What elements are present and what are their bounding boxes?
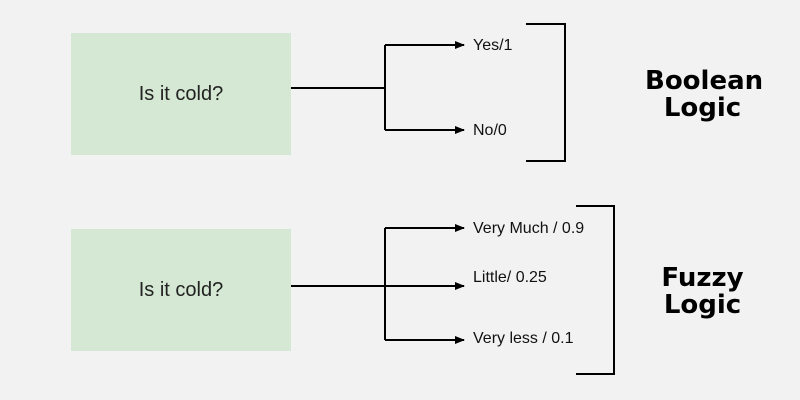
fuzzy-logic-label: Fuzzy Logic: [645, 265, 760, 319]
fuzzy-bracket: [576, 205, 615, 375]
fuzzy-label-line2: Logic: [663, 290, 742, 320]
fuzzy-outcome-very-less: Very less / 0.1: [473, 330, 574, 347]
boolean-label-line2: Logic: [663, 93, 742, 123]
boolean-connectors: [291, 23, 566, 162]
fuzzy-outcome-little: Little/ 0.25: [473, 269, 547, 286]
fuzzy-question-text: Is it cold?: [138, 278, 224, 301]
boolean-question-box: Is it cold?: [71, 33, 291, 155]
fuzzy-label-line1: Fuzzy: [661, 263, 744, 293]
fuzzy-outcome-very-much: Very Much / 0.9: [473, 220, 585, 237]
fuzzy-connectors: [291, 205, 615, 375]
boolean-outcome-no: No/0: [473, 122, 507, 139]
boolean-label-line1: Boolean: [645, 66, 764, 96]
fuzzy-question-box: Is it cold?: [71, 229, 291, 351]
boolean-question-text: Is it cold?: [138, 82, 224, 105]
boolean-logic-label: Boolean Logic: [645, 66, 764, 123]
boolean-bracket: [526, 23, 566, 162]
boolean-outcome-yes: Yes/1: [473, 37, 513, 54]
